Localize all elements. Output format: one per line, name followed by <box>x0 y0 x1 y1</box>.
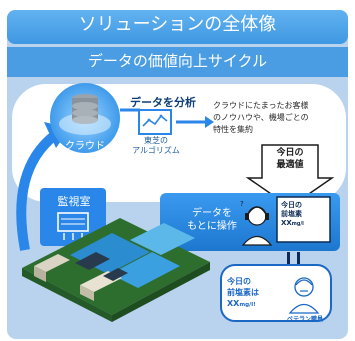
veteran-person-icon <box>288 277 320 314</box>
operation-label: データを もとに操作 <box>178 207 246 233</box>
veteran-note-unit: mg/l! <box>239 302 256 308</box>
arrow-loop-icon <box>16 131 59 251</box>
operation-line1: データを <box>192 208 232 219</box>
arrow-down-icon <box>245 144 335 208</box>
operator-headset-icon: ? <box>240 200 273 246</box>
analysis-chart-icon <box>138 109 172 135</box>
system-note-line2: 前塩素 <box>281 210 302 218</box>
monitor-room-box <box>40 188 106 246</box>
veteran-staff-label: ベテラン職員 <box>286 316 323 323</box>
algorithm-label-line1: 東芝の <box>144 136 168 145</box>
operation-line2: もとに操作 <box>187 221 237 232</box>
title-bar <box>7 10 348 44</box>
optimal-line1: 今日の <box>276 148 304 158</box>
system-note-unit: mg/l <box>291 221 304 227</box>
page-title: ソリューションの全体像 <box>78 14 277 35</box>
optimal-value-label: 今日の 最適値 <box>262 147 318 171</box>
system-note-line3: XXmg/l <box>281 219 325 229</box>
cloud-label: クラウド <box>65 141 105 152</box>
subtitle-bar <box>7 47 348 77</box>
system-note-text: 今日の 前塩素 XXmg/l <box>281 201 325 229</box>
algorithm-label-line2: アルゴリズム <box>132 146 180 155</box>
cycle-subtitle: データの価値向上サイクル <box>87 52 268 70</box>
veteran-note-line2: 前塩素は <box>227 288 259 297</box>
system-note-line1: 今日の <box>281 201 302 209</box>
veteran-note-line3: XXmg/l! <box>227 298 289 311</box>
knowledge-line1: クラウドにたまったお客様 <box>213 101 309 110</box>
veteran-note-line1: 今日の <box>227 277 251 286</box>
equal-sign <box>287 252 290 266</box>
veteran-note-value: XX <box>227 299 240 308</box>
veteran-note-text: 今日の 前塩素は XXmg/l! <box>227 276 289 311</box>
optimal-line2: 最適値 <box>276 160 304 170</box>
monitor-room-label: 監視室 <box>57 195 91 208</box>
database-icon <box>72 94 98 124</box>
system-note-value: XX <box>281 219 292 227</box>
knowledge-line2: のノウハウや、機場ごとの <box>213 113 309 122</box>
knowledge-description: クラウドにたまったお客様 のノウハウや、機場ごとの 特性を集約 <box>213 100 329 136</box>
analysis-label: データを分析 <box>130 96 196 109</box>
water-plant-illustration <box>22 218 210 322</box>
system-note <box>276 196 331 243</box>
knowledge-line3: 特性を集約 <box>213 125 253 134</box>
svg-text:?: ? <box>240 200 244 208</box>
algorithm-label: 東芝の アルゴリズム <box>125 136 187 156</box>
